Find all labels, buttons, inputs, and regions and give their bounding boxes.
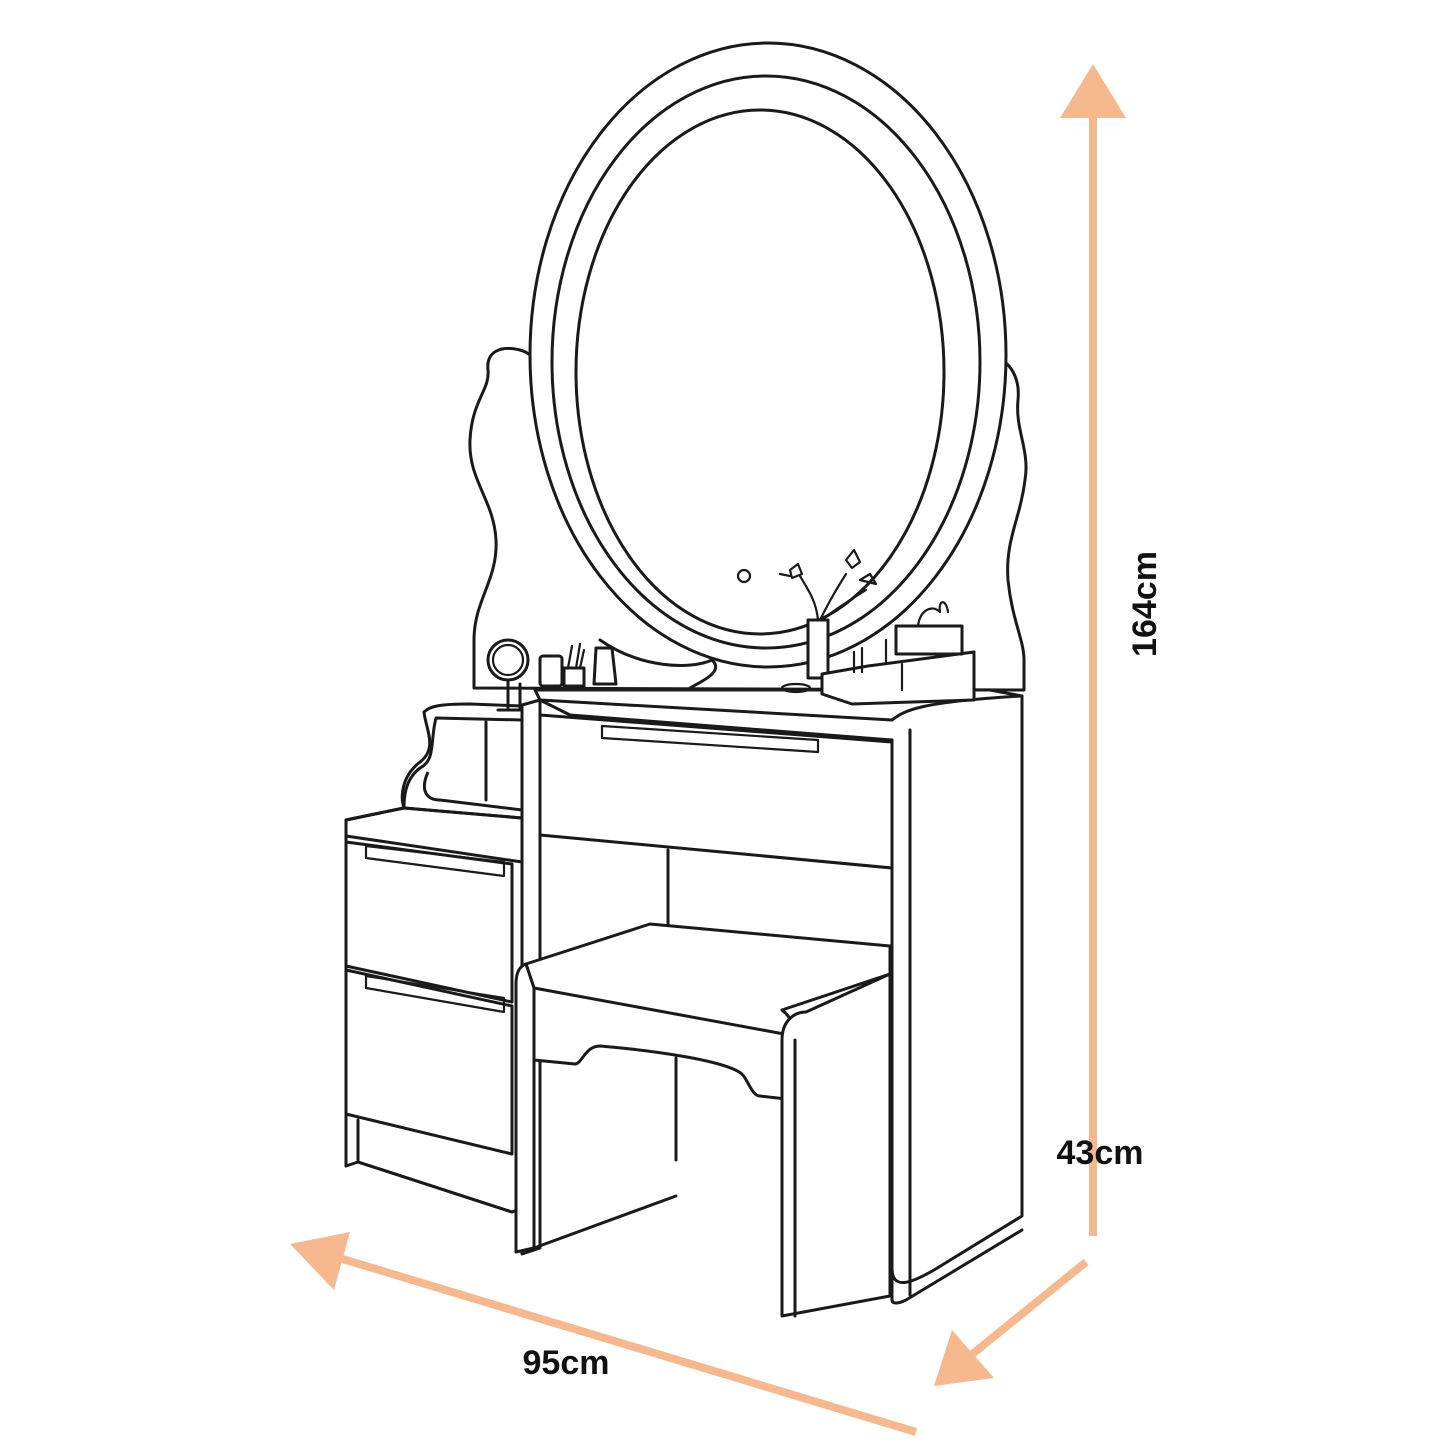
depth-dimension: 43cm xyxy=(934,1134,1143,1386)
organizer-bottles xyxy=(852,638,904,692)
stool-apron xyxy=(532,986,797,1102)
tissue-box-icon xyxy=(894,624,964,656)
cosmetic-jar-icon xyxy=(538,654,564,688)
cabinet-top-face xyxy=(344,806,524,864)
stool xyxy=(514,922,892,1318)
cabinet-plinth xyxy=(344,1116,514,1214)
makeup-mirror-glass xyxy=(491,643,525,677)
accessories xyxy=(486,548,976,712)
cabinet-drawer-2[interactable] xyxy=(344,968,514,1156)
mirror-stand xyxy=(598,638,717,690)
width-label: 95cm xyxy=(523,1344,610,1382)
depth-arrowhead-icon xyxy=(934,1330,994,1386)
width-dimension: 95cm xyxy=(290,1232,918,1436)
side-shelf-wave xyxy=(400,710,432,810)
height-dimension: 164cm xyxy=(1060,64,1164,1236)
stool-right-leg xyxy=(780,972,892,1318)
desk-top-edge xyxy=(538,694,1024,722)
brushes xyxy=(566,642,586,670)
side-cabinet xyxy=(344,702,524,1214)
height-arrowhead-icon xyxy=(1060,64,1126,118)
width-arrowhead-icon xyxy=(290,1232,350,1290)
makeup-mirror-stand xyxy=(496,678,522,712)
perfume-bottle-icon xyxy=(592,646,618,686)
organizer-box-icon xyxy=(820,650,976,706)
vase-icon xyxy=(806,618,830,680)
depth-arrow-shaft xyxy=(967,1258,1089,1360)
desk-drawer xyxy=(538,713,894,870)
desk-drawer-handle[interactable] xyxy=(600,724,820,754)
cabinet-drawer-1-handle[interactable] xyxy=(364,844,506,878)
stool-left-leg xyxy=(514,962,536,1254)
mirror-frame-inner-edge xyxy=(550,74,982,650)
flower-icon xyxy=(778,548,878,622)
desk-right-leg-front xyxy=(890,738,1024,1305)
cabinet-drawer-2-handle[interactable] xyxy=(364,974,506,1014)
touch-button-icon xyxy=(736,568,752,584)
ring-dish-icon xyxy=(780,682,812,694)
depth-label: 43cm xyxy=(1057,1134,1144,1172)
stool-bottom xyxy=(532,1194,678,1250)
mirror-glass xyxy=(574,108,946,636)
mirror-outer-frame xyxy=(528,41,1008,669)
width-arrow-shaft xyxy=(334,1253,918,1436)
height-label: 164cm xyxy=(1126,551,1164,657)
brush-cup-icon xyxy=(562,666,586,688)
tissue xyxy=(916,601,950,628)
mirror xyxy=(468,41,1028,692)
